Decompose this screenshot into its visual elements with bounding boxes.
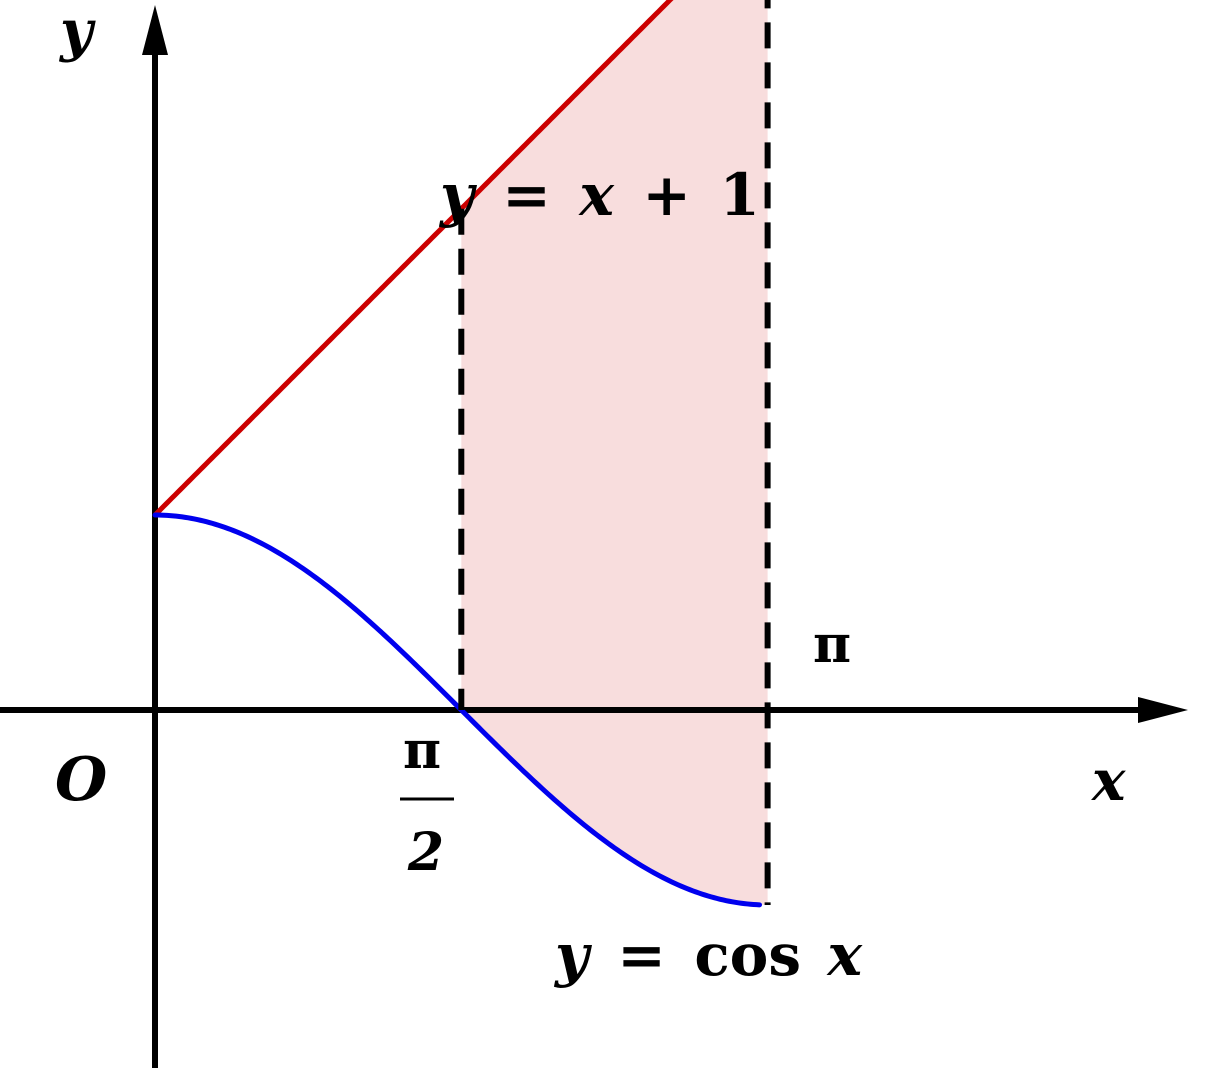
y-axis-arrow-icon (142, 5, 168, 55)
tick-label-pi: π (813, 614, 851, 675)
series-label-cos: y = cos x (553, 921, 863, 989)
origin-label: O (55, 745, 107, 815)
line-y-equals-x-plus-1 (153, 0, 674, 517)
curve-y-equals-cos-x (152, 512, 762, 908)
x-axis-arrow-icon (1138, 697, 1188, 723)
tick-label-pi-over-2-denominator: 2 (407, 822, 444, 883)
shaded-area (461, 0, 768, 905)
x-axis-label: x (1091, 748, 1126, 814)
tick-label-pi-over-2-numerator: π (403, 720, 441, 781)
y-axis-label: y (58, 0, 96, 64)
series-label-line: y = x + 1 (438, 161, 760, 229)
